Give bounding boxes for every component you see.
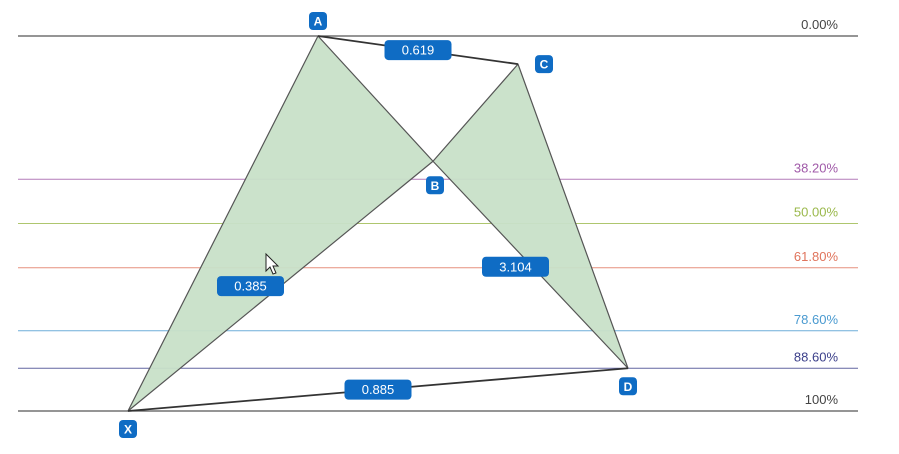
- point-badge-d: [619, 377, 637, 396]
- ratio-label-xb: 0.385: [234, 279, 267, 294]
- point-label-d: D: [624, 380, 633, 394]
- fib-level-label: 38.20%: [794, 160, 839, 175]
- ratio-label-xd-bg: [344, 379, 412, 400]
- point-label-x: X: [124, 423, 132, 437]
- fib-level-label: 50.00%: [794, 205, 839, 220]
- ratio-label-xd: 0.885: [362, 382, 395, 397]
- ratio-label-ac: 0.619: [402, 43, 435, 58]
- point-badge-b: [426, 176, 444, 195]
- point-badge-c: [535, 55, 553, 74]
- fib-level-label: 61.80%: [794, 249, 839, 264]
- ratio-label-bd-bg: [482, 256, 549, 277]
- point-label-c: C: [540, 58, 549, 72]
- point-label-b: B: [431, 179, 440, 193]
- ratio-label-bd: 3.104: [499, 259, 532, 274]
- fib-level-label: 100%: [805, 392, 839, 407]
- triangle-bcd: [432, 63, 629, 369]
- ratio-label-ac-bg: [384, 40, 452, 61]
- fib-level-label: 88.60%: [794, 349, 839, 364]
- point-badge-x: [119, 420, 137, 438]
- fib-level-label: 78.60%: [794, 312, 839, 327]
- fib-level-label: 0.00%: [801, 17, 838, 32]
- point-badge-a: [309, 12, 327, 30]
- ratio-label-xb-bg: [217, 276, 284, 297]
- point-label-a: A: [314, 15, 323, 29]
- mouse-cursor-icon: [265, 252, 280, 275]
